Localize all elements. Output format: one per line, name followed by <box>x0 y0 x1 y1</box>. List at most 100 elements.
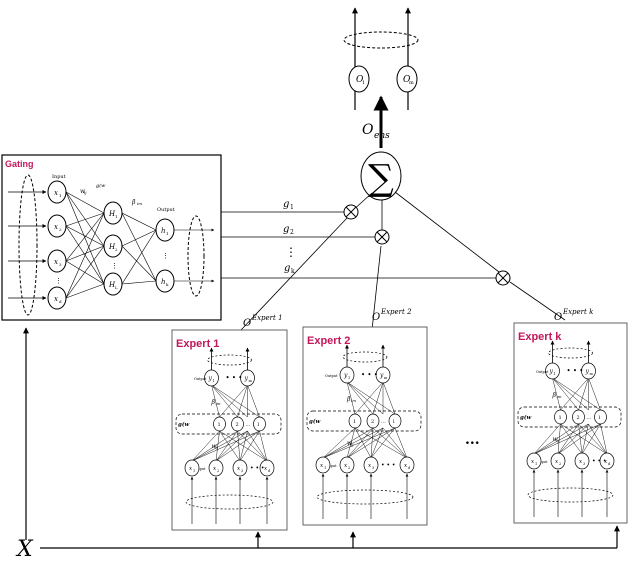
svg-text:y: y <box>585 368 590 375</box>
svg-text:⋮: ⋮ <box>55 277 62 285</box>
svg-text:m: m <box>384 376 388 380</box>
svg-text:g(w: g(w <box>309 418 320 425</box>
svg-text:x: x <box>604 459 608 465</box>
svg-text:k: k <box>291 268 295 275</box>
svg-text:1: 1 <box>324 466 326 470</box>
svg-text:l: l <box>393 419 395 425</box>
svg-text:g(w: g(w <box>520 414 531 421</box>
expert-output-label-1: O Expert 1 <box>243 314 283 329</box>
svg-text:im: im <box>351 398 356 403</box>
svg-text:y: y <box>208 375 213 382</box>
expert-title: Expert 1 <box>176 338 219 350</box>
svg-text:Input: Input <box>327 464 337 468</box>
svg-text:d: d <box>59 299 62 304</box>
svg-text:3: 3 <box>59 262 62 267</box>
svg-text:L: L <box>115 285 118 290</box>
svg-text:2: 2 <box>348 466 350 470</box>
expert-output-label-2: O Expert 2 <box>372 308 412 323</box>
expert-hidden-node: l <box>594 409 607 425</box>
svg-text:x: x <box>237 466 241 472</box>
svg-text:O: O <box>243 318 251 329</box>
expert-hidden-node: 2 <box>366 413 380 429</box>
svg-text:im: im <box>557 394 562 399</box>
svg-text:h: h <box>161 278 166 286</box>
svg-text:x: x <box>320 463 324 469</box>
svg-text:ij: ij <box>216 445 219 450</box>
svg-text:x: x <box>54 295 58 303</box>
svg-text:• • •: • • • <box>592 458 606 465</box>
expert-hidden-node: l <box>388 413 402 429</box>
svg-text:1: 1 <box>554 372 556 376</box>
svg-text:Input: Input <box>52 174 66 180</box>
svg-text:m: m <box>409 80 414 86</box>
svg-text:Expert 2: Expert 2 <box>380 308 412 316</box>
svg-text:Input: Input <box>196 467 206 471</box>
svg-text:ij: ij <box>557 438 560 443</box>
output-node-1: O 1 <box>348 65 370 93</box>
svg-text:⋮: ⋮ <box>111 262 118 270</box>
svg-text:1: 1 <box>353 419 356 425</box>
output-node-m: O m <box>396 65 418 93</box>
svg-text:g: g <box>283 199 289 210</box>
svg-text:Input: Input <box>538 460 548 464</box>
svg-text:1: 1 <box>115 214 118 219</box>
svg-text:H: H <box>108 243 116 251</box>
svg-text:x: x <box>264 466 268 472</box>
expert-hidden-node: 2 <box>231 416 244 432</box>
svg-text:1: 1 <box>166 231 169 236</box>
svg-text:O: O <box>554 312 562 323</box>
svg-text:1: 1 <box>559 415 562 421</box>
svg-text:x: x <box>54 189 58 197</box>
expert-hidden-node: 1 <box>213 416 226 432</box>
gating-title: Gating <box>5 159 34 169</box>
expert-hidden-node: ... <box>587 415 592 421</box>
svg-text:x: x <box>368 463 372 469</box>
expert-hidden-node: ... <box>246 422 251 428</box>
svg-text:2: 2 <box>115 247 118 252</box>
svg-text:g(w: g(w <box>178 421 189 428</box>
svg-text:Output: Output <box>157 207 175 213</box>
expert-title: Expert k <box>518 331 562 343</box>
svg-text:⋮: ⋮ <box>162 252 169 260</box>
svg-text:Expert k: Expert k <box>562 308 593 316</box>
gating-network: Gating Input Output w ij β <box>1 154 222 321</box>
svg-text:im: im <box>216 401 221 406</box>
svg-text:w: w <box>212 443 218 450</box>
svg-text:x: x <box>213 466 217 472</box>
svg-text:w: w <box>80 188 86 195</box>
svg-text:O: O <box>372 312 380 323</box>
svg-text:2: 2 <box>577 415 580 421</box>
svg-text:∑: ∑ <box>368 158 394 199</box>
svg-text:β: β <box>131 199 136 206</box>
svg-text:Output: Output <box>536 370 549 374</box>
svg-text:...: ... <box>246 422 251 428</box>
svg-text:x: x <box>404 463 408 469</box>
svg-text:y: y <box>343 372 348 379</box>
multiplier-node-k <box>495 270 511 286</box>
svg-text:l: l <box>599 415 601 421</box>
svg-text:O: O <box>362 122 374 138</box>
svg-text:1: 1 <box>535 462 537 466</box>
expert-title: Expert 2 <box>307 335 350 347</box>
svg-text:2: 2 <box>236 422 239 428</box>
final-output-layer: O 1 O m <box>343 7 419 110</box>
svg-text:2: 2 <box>59 227 62 232</box>
svg-text:Output: Output <box>325 374 338 378</box>
svg-text:d: d <box>408 466 411 470</box>
